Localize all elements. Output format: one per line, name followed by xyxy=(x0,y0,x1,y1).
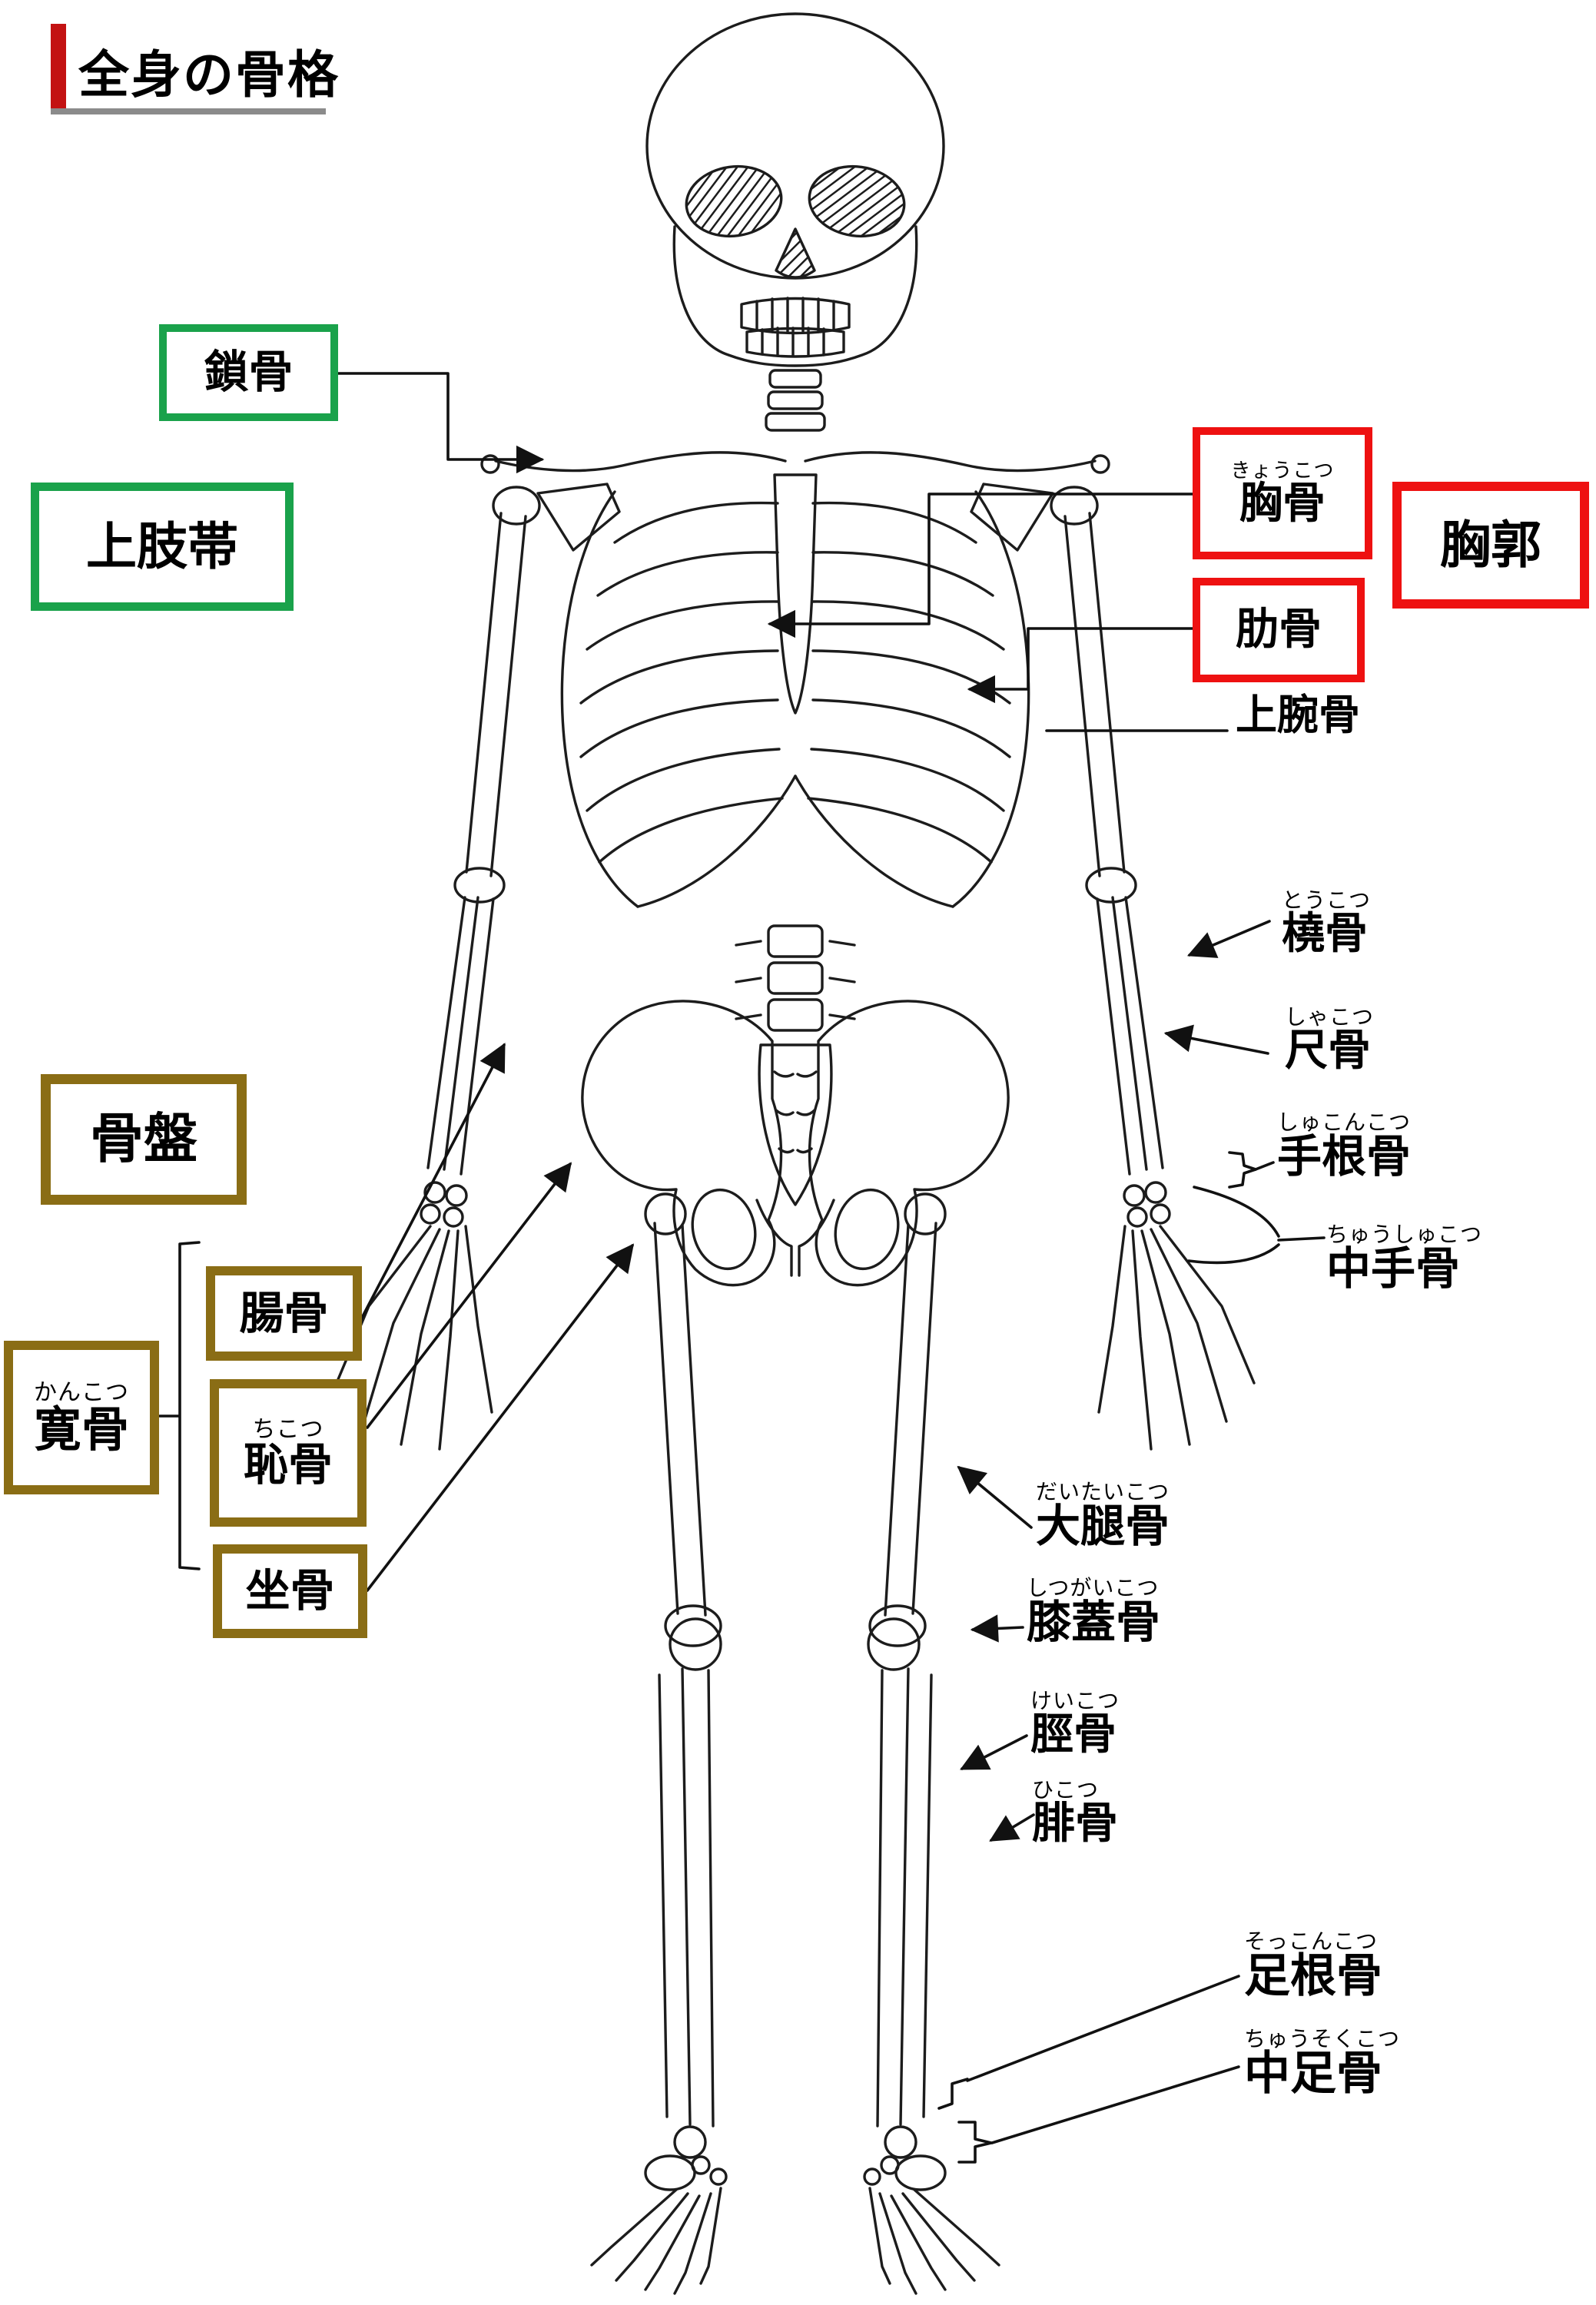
skeleton-drawing xyxy=(335,12,1256,2295)
label-radius-furigana: とうこつ xyxy=(1282,887,1372,913)
label-shoulder-girdle: 上肢帯 xyxy=(31,483,294,611)
page-title: 全身の骨格 xyxy=(78,45,340,104)
leader-lines xyxy=(158,372,1326,2164)
metatarsals-bracket xyxy=(957,2121,993,2164)
label-ribs-text: 肋骨 xyxy=(1236,605,1322,655)
eye-socket-right xyxy=(808,164,906,238)
hip-bone-bracket xyxy=(178,1241,201,1570)
label-tibia-text: 脛骨 xyxy=(1030,1709,1117,1759)
label-tarsals-furigana: そっこんこつ xyxy=(1244,1929,1379,1954)
metatarsals-leader xyxy=(990,2065,1240,2144)
label-hip-bone: かんこつ 寛骨 xyxy=(4,1341,159,1494)
label-femur: だいたいこつ 大腿骨 xyxy=(1036,1481,1170,1549)
label-femur-furigana: だいたいこつ xyxy=(1036,1479,1170,1504)
label-tibia-furigana: けいこつ xyxy=(1030,1688,1120,1713)
femur-leader xyxy=(957,1465,1033,1529)
carpals-bracket xyxy=(1228,1151,1257,1189)
label-fibula-text: 腓骨 xyxy=(1032,1798,1118,1849)
label-ulna: しゃこつ 尺骨 xyxy=(1285,1004,1375,1076)
label-metatarsals: ちゅうそくこつ 中足骨 xyxy=(1244,2028,1400,2098)
label-carpals-text: 手根骨 xyxy=(1277,1129,1412,1182)
label-pelvis: 骨盤 xyxy=(41,1074,247,1205)
patella-leader xyxy=(970,1614,1024,1643)
label-femur-text: 大腿骨 xyxy=(1036,1499,1170,1552)
ischium-arrow xyxy=(366,1243,635,1592)
label-radius-text: 橈骨 xyxy=(1282,908,1368,959)
metacarpals-pointer-bottom xyxy=(1187,1243,1280,1265)
eye-socket-left xyxy=(685,164,783,238)
pubis-arrow xyxy=(366,1162,572,1429)
label-carpals: しゅこんこつ 手根骨 xyxy=(1277,1109,1412,1182)
ilium-arrow xyxy=(360,1043,506,1321)
sternum-leader xyxy=(767,493,1194,638)
label-radius: とうこつ 橈骨 xyxy=(1282,887,1372,959)
label-ulna-furigana: しゃこつ xyxy=(1285,1004,1375,1030)
label-humerus-text: 上腕骨 xyxy=(1236,691,1360,739)
fibula-leader xyxy=(989,1813,1035,1842)
ulna-leader xyxy=(1163,1024,1269,1055)
label-fibula-furigana: ひこつ xyxy=(1032,1777,1100,1803)
label-metatarsals-furigana: ちゅうそくこつ xyxy=(1244,2026,1401,2051)
label-metacarpals-text: 中手骨 xyxy=(1326,1242,1461,1295)
label-pelvis-text: 骨盤 xyxy=(90,1107,197,1171)
metacarpals-leader xyxy=(1277,1236,1326,1242)
label-tarsals: そっこんこつ 足根骨 xyxy=(1244,1929,1382,2003)
title-accent-bar xyxy=(51,24,66,112)
tarsals-bracket xyxy=(937,2078,969,2110)
label-hip-bone-text: 寛骨 xyxy=(33,1401,129,1458)
metacarpals-pointer-top xyxy=(1193,1186,1280,1238)
label-patella: しつがいこつ 膝蓋骨 xyxy=(1027,1577,1160,1645)
label-patella-text: 膝蓋骨 xyxy=(1027,1595,1161,1648)
label-thorax-text: 胸郭 xyxy=(1440,515,1541,575)
label-ulna-text: 尺骨 xyxy=(1285,1025,1371,1076)
label-sternum: きょうこつ 胸骨 xyxy=(1193,427,1372,559)
label-pubis-text: 恥骨 xyxy=(243,1438,333,1491)
label-fibula: ひこつ 腓骨 xyxy=(1032,1777,1118,1849)
title-underline xyxy=(51,108,326,114)
label-carpals-furigana: しゅこんこつ xyxy=(1277,1109,1412,1135)
tibia-leader xyxy=(960,1734,1028,1770)
carpals-leader xyxy=(1254,1161,1275,1171)
label-ischium-text: 坐骨 xyxy=(245,1564,335,1617)
clavicle-leader xyxy=(337,372,545,474)
label-hip-bone-furigana: かんこつ xyxy=(34,1379,129,1407)
label-ribs: 肋骨 xyxy=(1193,578,1365,682)
nasal-aperture xyxy=(775,227,816,279)
label-humerus: 上腕骨 xyxy=(1236,694,1360,736)
tarsals-leader xyxy=(966,1975,1240,2082)
label-ilium: 腸骨 xyxy=(206,1266,362,1361)
label-pubis-furigana: ちこつ xyxy=(252,1416,324,1444)
label-tarsals-text: 足根骨 xyxy=(1244,1948,1382,2003)
label-pubis: ちこつ 恥骨 xyxy=(210,1379,367,1527)
label-metacarpals-furigana: ちゅうしゅこつ xyxy=(1326,1222,1483,1247)
label-shoulder-girdle-text: 上肢帯 xyxy=(86,516,238,576)
label-tibia: けいこつ 脛骨 xyxy=(1030,1690,1120,1756)
label-clavicle-text: 鎖骨 xyxy=(204,346,294,399)
label-thorax: 胸郭 xyxy=(1392,482,1589,609)
label-sternum-furigana: きょうこつ xyxy=(1230,459,1335,483)
radius-leader xyxy=(1186,920,1271,958)
label-patella-furigana: しつがいこつ xyxy=(1027,1575,1160,1600)
label-clavicle: 鎖骨 xyxy=(159,324,338,421)
label-ilium-text: 腸骨 xyxy=(239,1286,329,1339)
label-ischium: 坐骨 xyxy=(213,1544,367,1638)
label-metatarsals-text: 中足骨 xyxy=(1244,2046,1382,2101)
ribs-leader xyxy=(967,627,1194,704)
label-metacarpals: ちゅうしゅこつ 中手骨 xyxy=(1326,1222,1483,1295)
label-sternum-text: 胸骨 xyxy=(1239,478,1326,529)
